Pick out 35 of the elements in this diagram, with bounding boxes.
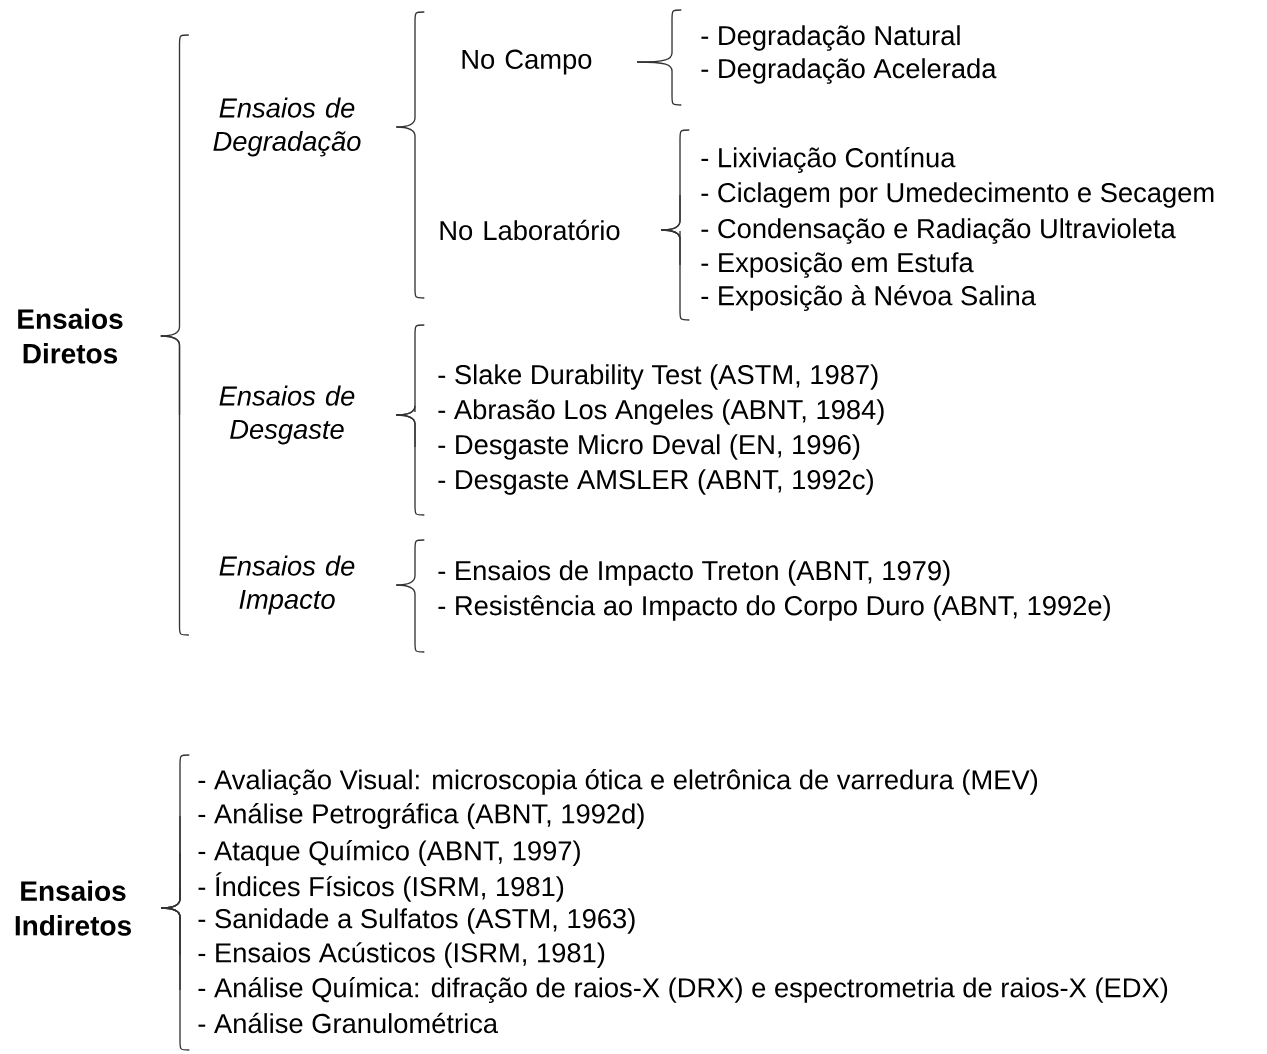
list-item: - Condensação e Radiação Ultravioleta xyxy=(701,218,1176,244)
list-item: - Lixiviação Contínua xyxy=(701,147,956,173)
curly-brace xyxy=(636,61,682,106)
list-item: No Campo xyxy=(462,49,592,75)
list-item: - Exposição em Estufa xyxy=(701,252,974,278)
list-item: - Análise Química: difração de raios-X (DRX) e espectrometria de raios-X (EDX) xyxy=(198,977,1168,1003)
list-item: - Degradação Acelerada xyxy=(701,58,997,84)
list-item: - Análise Granulométrica xyxy=(198,1012,499,1034)
category-label: Ensaios de Desgaste xyxy=(219,385,355,445)
curly-brace xyxy=(160,335,190,636)
list-item: No Laboratório xyxy=(440,219,620,241)
category-label: Ensaios de Degradação xyxy=(213,97,361,157)
list-item: - Ciclagem por Umedecimento e Secagem xyxy=(701,182,1214,208)
list-item: - Sanidade a Sulfatos (ASTM, 1963) xyxy=(198,908,635,934)
list-item: - Ensaios de Impacto Treton (ABNT, 1979) xyxy=(438,560,950,586)
list-item: - Exposição à Névoa Salina xyxy=(701,285,1036,311)
list-item: - Slake Durability Test (ASTM, 1987) xyxy=(438,364,878,390)
list-item: - Degradação Natural xyxy=(701,25,960,51)
list-item: - Ensaios Acústicos (ISRM, 1981) xyxy=(198,942,605,968)
curly-brace xyxy=(395,414,425,516)
list-item: - Ataque Químico (ABNT, 1997) xyxy=(198,840,580,866)
curly-brace xyxy=(160,907,190,1051)
curly-brace xyxy=(395,584,425,653)
list-item: - Análise Petrográfica (ABNT, 1992d) xyxy=(198,803,644,829)
curly-brace xyxy=(660,229,690,321)
list-item: - Abrasão Los Angeles (ABNT, 1984) xyxy=(438,399,884,425)
list-item: - Desgaste Micro Deval (EN, 1996) xyxy=(438,434,860,460)
list-item: - Avaliação Visual: microscopia ótica e eletrônica de varredura (MEV) xyxy=(198,769,1038,795)
category-label: Ensaios Indiretos xyxy=(15,880,131,936)
list-item: - Resistência ao Impacto do Corpo Duro (ABNT, 1992e) xyxy=(438,595,1110,621)
curly-brace xyxy=(395,126,425,299)
category-label: Ensaios Diretos xyxy=(18,308,123,364)
list-item: - Índices Físicos (ISRM, 1981) xyxy=(198,872,564,902)
category-label: Ensaios de Impacto xyxy=(219,555,355,615)
list-item: - Desgaste AMSLER (ABNT, 1992c) xyxy=(438,469,873,495)
